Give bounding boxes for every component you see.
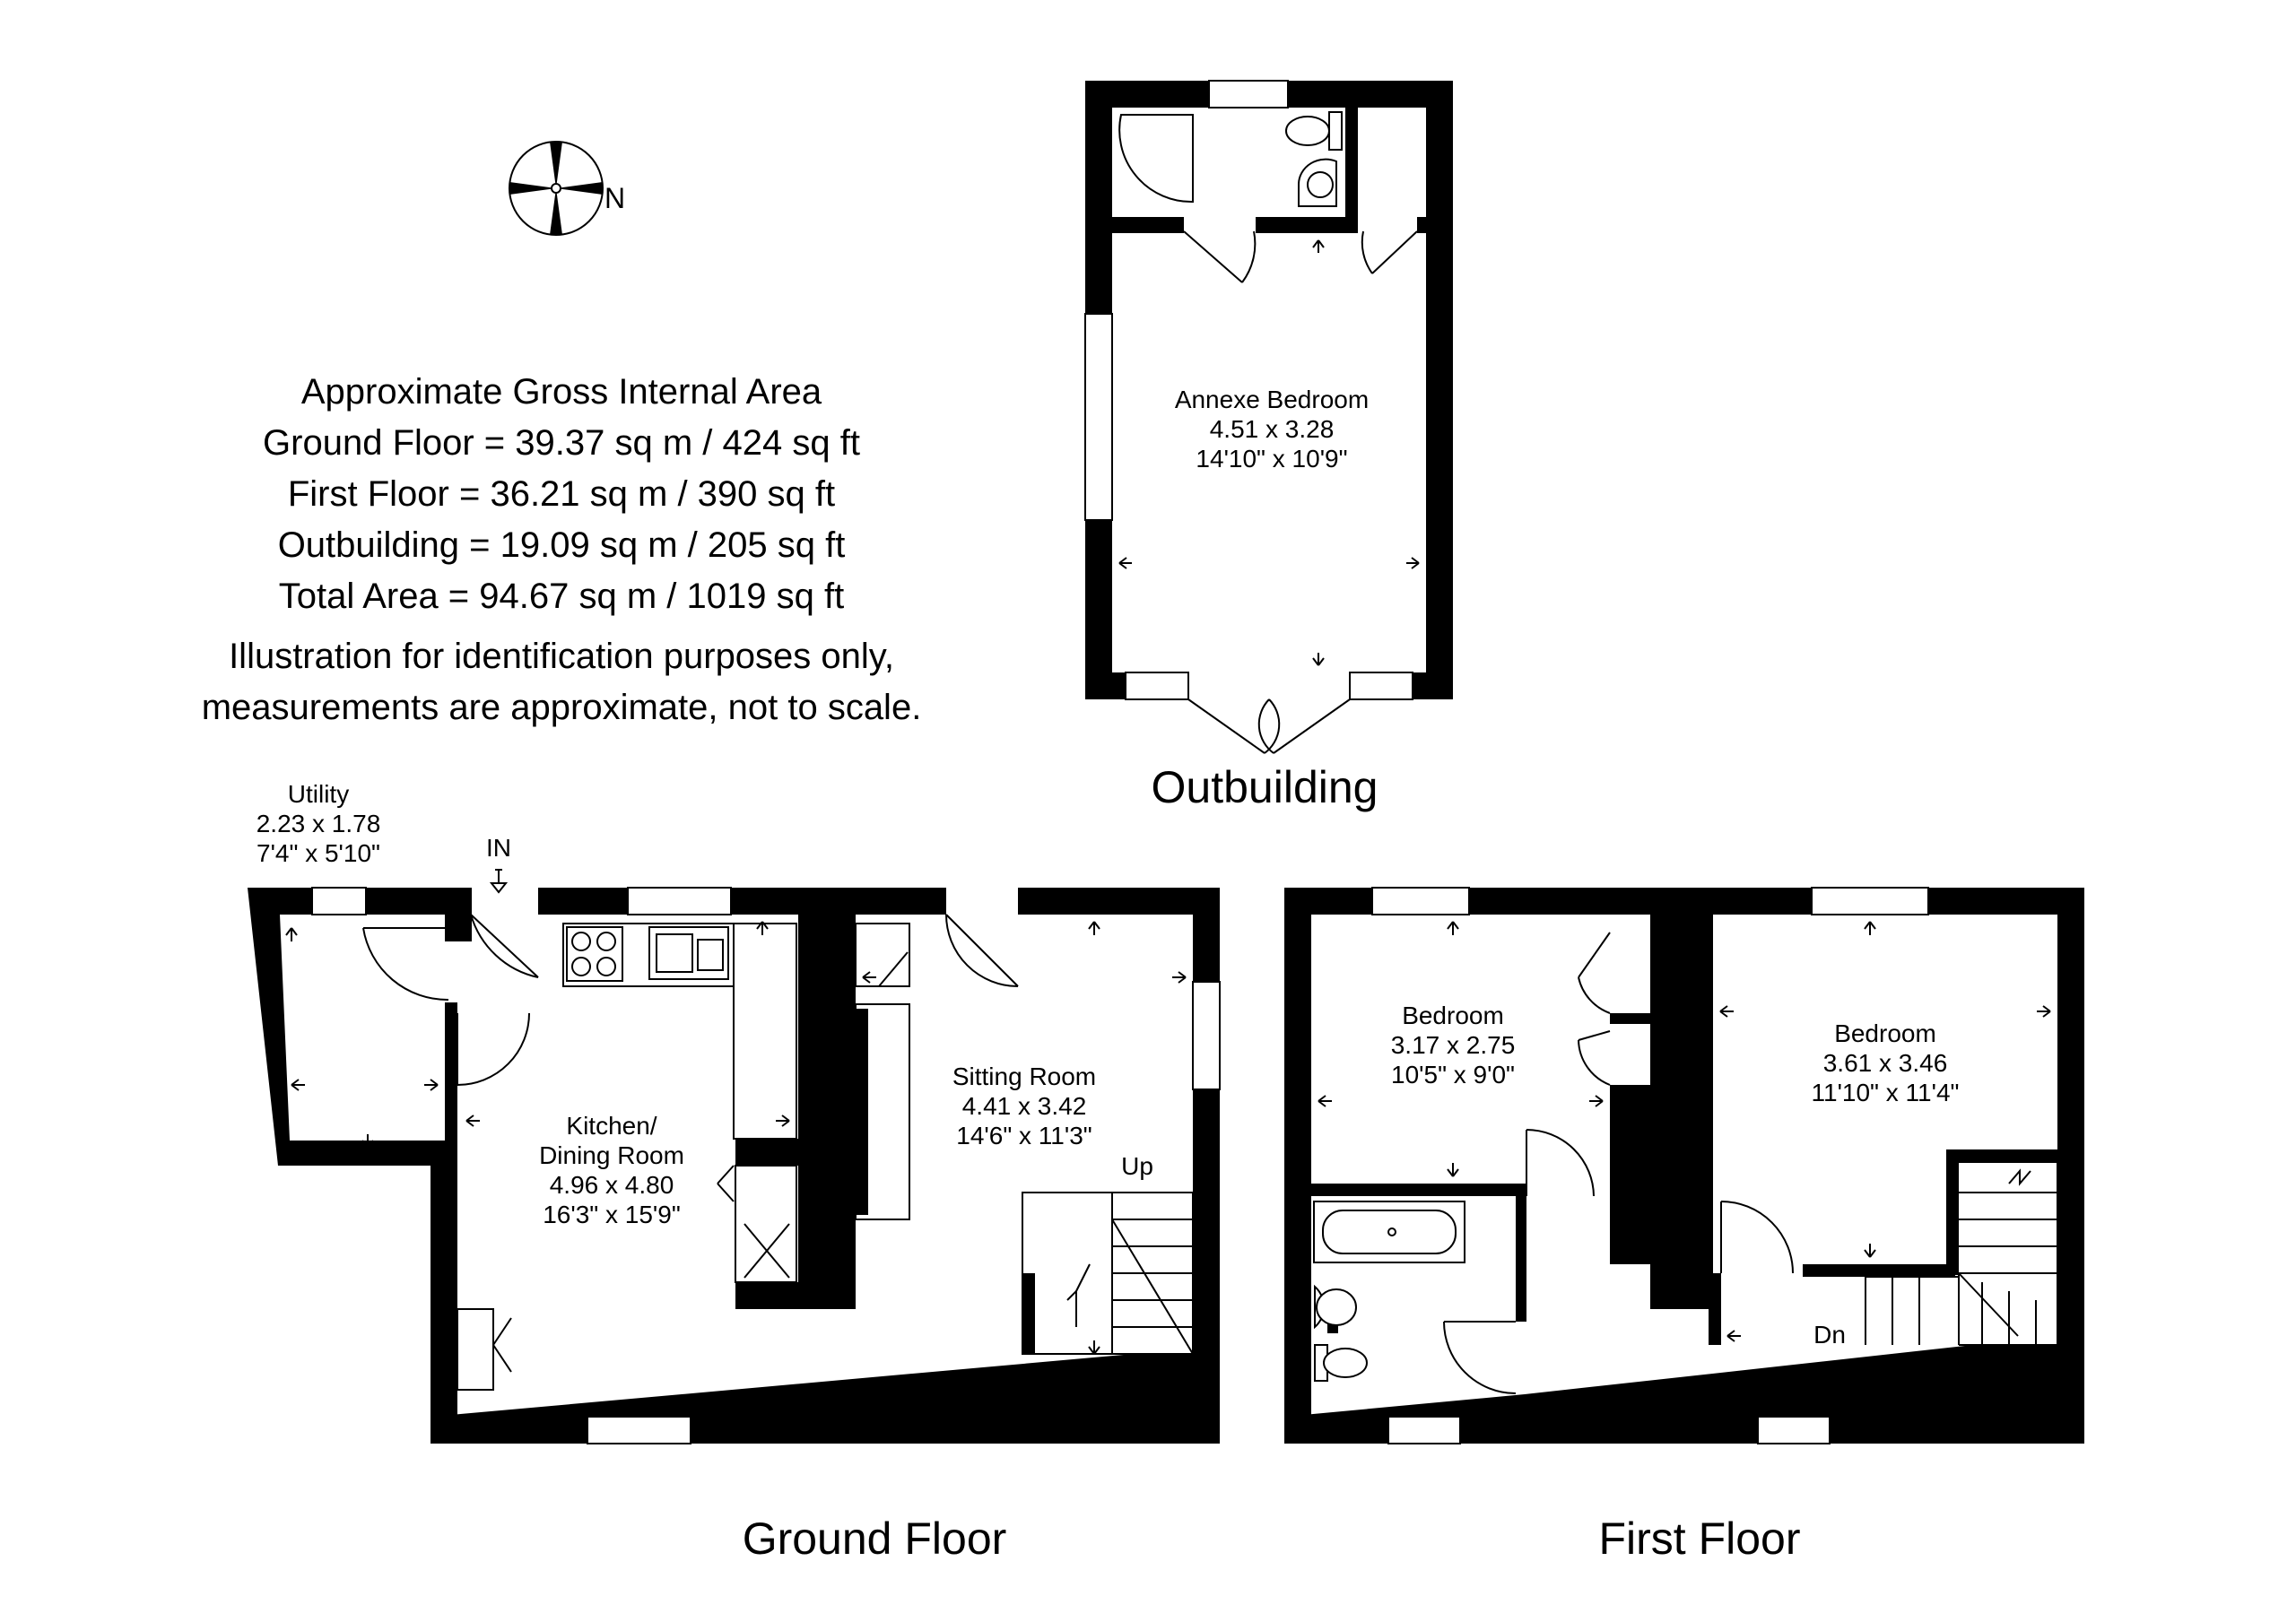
utility-window [311, 887, 367, 915]
bedroom2-metric: 3.61 x 3.46 [1823, 1049, 1948, 1077]
toilet-icon [1285, 111, 1343, 151]
toilet-icon [1314, 1344, 1368, 1382]
outbuilding-window-left [1125, 672, 1189, 700]
outbuilding-title: Outbuilding [1152, 762, 1378, 812]
basin-icon [1314, 1284, 1357, 1330]
kitchen-metric: 4.96 x 4.80 [550, 1171, 674, 1199]
kitchen-name-2: Dining Room [539, 1141, 684, 1169]
area-line-ground: Ground Floor = 39.37 sq m / 424 sq ft [263, 423, 860, 463]
french-door-right [1273, 698, 1351, 754]
annexe-bedroom-name: Annexe Bedroom [1175, 386, 1369, 413]
ground-floor-plan: Utility 2.23 x 1.78 7'4" x 5'10" IN Kitc… [248, 780, 1221, 1564]
bedroom1-imperial: 10'5" x 9'0" [1391, 1061, 1515, 1089]
bedroom2-window [1811, 887, 1929, 915]
sitting-imperial: 14'6" x 11'3" [956, 1122, 1091, 1149]
disclaimer-line-1: Illustration for identification purposes… [229, 637, 894, 676]
first-floor-stairs [1865, 1161, 2058, 1346]
outbuilding-plan: Annexe Bedroom 4.51 x 3.28 14'10" x 10'9… [1084, 80, 1453, 812]
entrance-label: IN [486, 834, 511, 862]
cupboard [735, 1165, 797, 1283]
sitting-metric: 4.41 x 3.42 [962, 1092, 1087, 1120]
area-heading: Approximate Gross Internal Area [301, 372, 822, 412]
shower-icon [1118, 114, 1194, 204]
sitting-name: Sitting Room [952, 1063, 1096, 1090]
area-line-outbuilding: Outbuilding = 19.09 sq m / 205 sq ft [278, 525, 846, 565]
annexe-bedroom-imperial: 14'10" x 10'9" [1196, 445, 1347, 473]
bedroom2-imperial: 11'10" x 11'4" [1812, 1079, 1960, 1106]
first-floor-title: First Floor [1599, 1514, 1801, 1564]
bedroom2-name: Bedroom [1834, 1019, 1936, 1047]
landing-window [1757, 1416, 1831, 1444]
first-stairs-label: Dn [1813, 1321, 1846, 1349]
disclaimer-line-2: measurements are approximate, not to sca… [202, 688, 922, 727]
area-summary: Approximate Gross Internal Area Ground F… [202, 372, 922, 727]
hob-icon [566, 926, 623, 982]
compass-rose-icon: N [509, 141, 625, 236]
ensuite-door [1183, 230, 1243, 283]
annexe-bedroom-metric: 4.51 x 3.28 [1210, 415, 1335, 443]
cupboard-door [1371, 230, 1418, 274]
kitchen-bottom-window [587, 1416, 691, 1444]
area-line-total: Total Area = 94.67 sq m / 1019 sq ft [279, 577, 844, 616]
first-floor-plan: Bedroom 3.17 x 2.75 10'5" x 9'0" Bedroom… [1284, 887, 2084, 1564]
sink-icon [648, 926, 729, 980]
utility-metric: 2.23 x 1.78 [257, 810, 381, 837]
area-line-first: First Floor = 36.21 sq m / 390 sq ft [288, 474, 835, 514]
bedroom1-name: Bedroom [1402, 1002, 1504, 1029]
compass-north-label: N [604, 182, 625, 214]
outbuilding-window-right [1349, 672, 1413, 700]
sitting-window [1192, 981, 1221, 1090]
basin-icon [1298, 158, 1337, 207]
bath-icon [1313, 1201, 1465, 1263]
ground-stairs-label: Up [1121, 1152, 1153, 1180]
bathroom-window [1387, 1416, 1461, 1444]
french-door-left [1187, 698, 1265, 754]
ground-floor-title: Ground Floor [743, 1514, 1007, 1564]
kitchen-window [627, 887, 732, 915]
utility-imperial: 7'4" x 5'10" [257, 839, 380, 867]
outbuilding-window-side [1084, 313, 1113, 521]
kitchen-imperial: 16'3" x 15'9" [543, 1201, 681, 1228]
bedroom1-window [1371, 887, 1470, 915]
kitchen-name-1: Kitchen/ [566, 1112, 657, 1140]
utility-name: Utility [288, 780, 349, 808]
outbuilding-window-top [1208, 80, 1289, 108]
bedroom1-metric: 3.17 x 2.75 [1391, 1031, 1516, 1059]
